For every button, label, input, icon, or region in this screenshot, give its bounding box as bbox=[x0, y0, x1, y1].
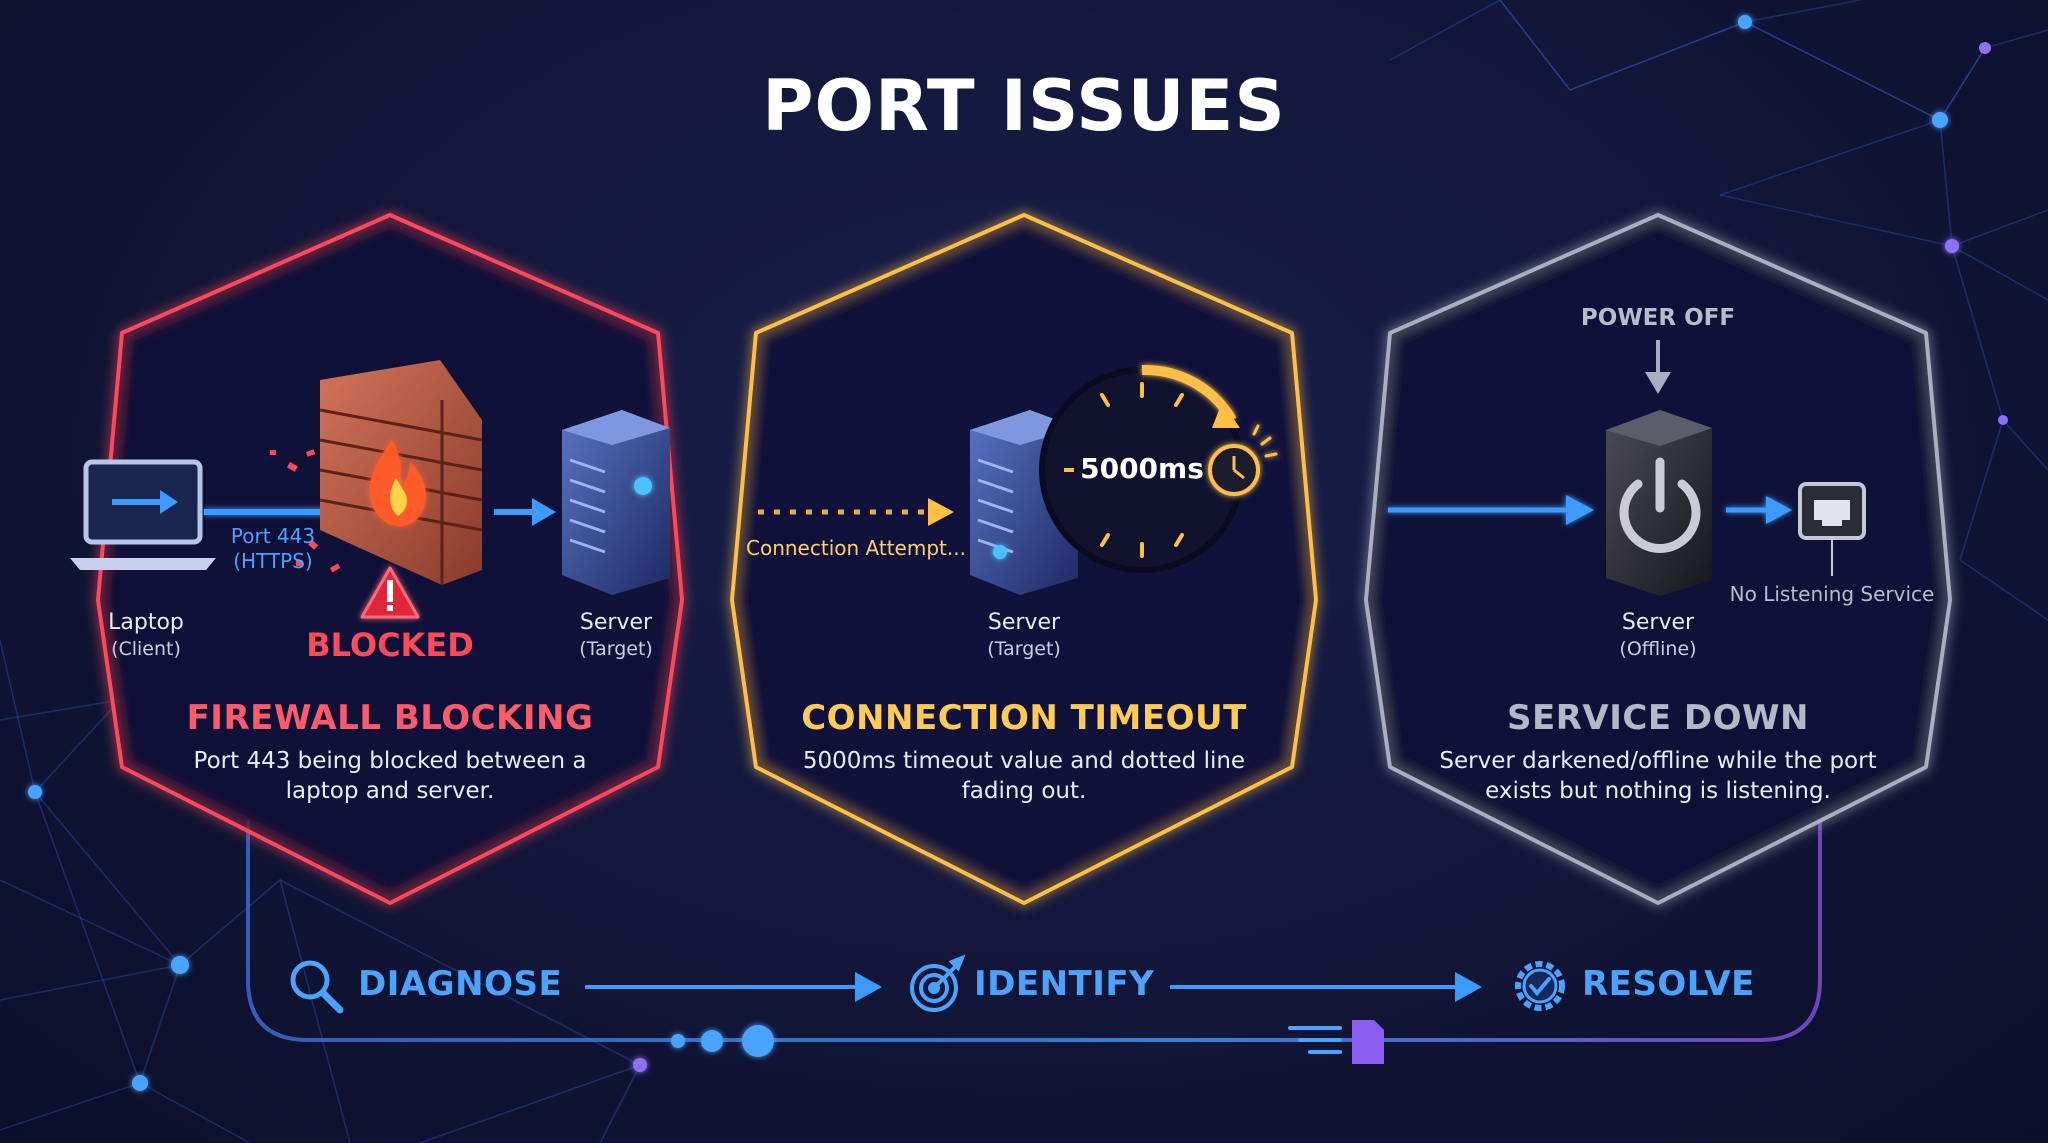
power-off-arrow bbox=[1645, 340, 1671, 394]
network-nodes bbox=[28, 15, 2008, 1091]
firewall-server-label: Server (Target) bbox=[579, 610, 653, 660]
document-icon bbox=[1288, 1020, 1384, 1064]
step-diagnose: DIAGNOSE bbox=[358, 964, 563, 1004]
request-arrow bbox=[1388, 495, 1594, 525]
step-resolve: RESOLVE bbox=[1582, 964, 1755, 1004]
port-443-label: Port 443 (HTTPS) bbox=[230, 524, 316, 573]
step-arrows bbox=[585, 972, 1482, 1002]
server-icon bbox=[562, 410, 670, 595]
fire-icon bbox=[369, 440, 426, 527]
offline-server-label: Server (Offline) bbox=[1619, 610, 1697, 660]
power-icon bbox=[1619, 457, 1701, 553]
workflow-loop bbox=[246, 820, 1822, 1042]
progress-dots bbox=[671, 1025, 774, 1057]
check-gear-icon bbox=[1515, 961, 1565, 1011]
firewall-blocking-heading: FIREWALL BLOCKING bbox=[186, 698, 594, 738]
no-listening-service-label: No Listening Service bbox=[1729, 582, 1935, 606]
timeout-description: 5000ms timeout value and dotted line fad… bbox=[802, 748, 1246, 804]
connection-timeout-heading: CONNECTION TIMEOUT bbox=[801, 698, 1247, 738]
step-identify: IDENTIFY bbox=[974, 964, 1155, 1004]
laptop-label: Laptop (Client) bbox=[108, 610, 184, 660]
timeout-server-label: Server (Target) bbox=[987, 610, 1061, 660]
warning-icon bbox=[360, 566, 420, 619]
spark-fragments bbox=[270, 449, 341, 573]
dotted-attempt-line bbox=[758, 498, 954, 526]
ethernet-port-icon bbox=[1798, 482, 1866, 576]
blocked-label: BLOCKED bbox=[306, 626, 474, 664]
power-off-label: POWER OFF bbox=[1580, 305, 1736, 331]
service-down-description: Server darkened/offline while the port e… bbox=[1439, 748, 1877, 804]
page-title: PORT ISSUES bbox=[762, 65, 1286, 147]
brick-wall-icon bbox=[319, 360, 483, 585]
target-icon bbox=[910, 954, 966, 1012]
laptop-icon bbox=[70, 459, 216, 570]
arrow-to-server bbox=[494, 498, 556, 526]
arrow-to-port bbox=[1726, 496, 1792, 524]
clock-icon bbox=[1208, 424, 1278, 496]
connection-attempt-label: Connection Attempt... bbox=[746, 536, 966, 560]
offline-server-icon bbox=[1606, 410, 1712, 596]
timeout-value: 5000ms bbox=[1080, 452, 1204, 485]
service-down-heading: SERVICE DOWN bbox=[1507, 698, 1809, 738]
firewall-description: Port 443 being blocked between a laptop … bbox=[193, 748, 587, 804]
magnifier-icon bbox=[290, 960, 344, 1014]
